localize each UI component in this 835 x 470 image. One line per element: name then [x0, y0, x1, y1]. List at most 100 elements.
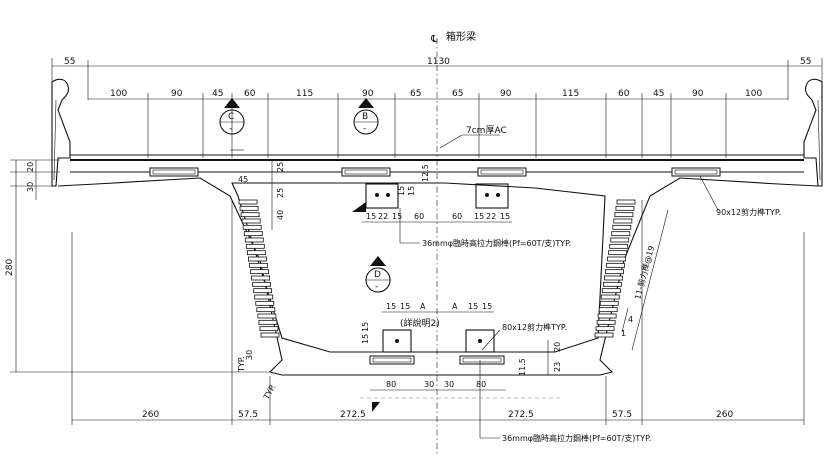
upper-h-2: 15 [392, 212, 402, 221]
upper-v-3: 25 [276, 162, 285, 172]
web-shear-key [610, 237, 630, 243]
web-shear-key [606, 262, 625, 268]
web-shear-key [251, 275, 270, 281]
upper-h-6: 22 [486, 212, 496, 221]
cut-flag-lower [372, 402, 380, 412]
top-dim-13: 90 [692, 89, 704, 99]
left-parapet [51, 78, 71, 187]
top-dim-10: 115 [562, 89, 579, 99]
lower-h-2: A [420, 302, 426, 311]
web-shear-key [607, 256, 626, 262]
centerline-symbol: ℄ [430, 34, 438, 45]
web-shear-key [611, 231, 631, 237]
web-shear-key [594, 332, 614, 338]
upper-v-0: 15 [397, 186, 406, 196]
right-web-shear-keys [594, 199, 636, 338]
deck-note: 7cm厚AC [439, 125, 507, 149]
web-left-label-0: 30 [245, 350, 254, 360]
top-dim-4: 60 [244, 89, 256, 99]
upper-anchor-blocks [365, 183, 509, 209]
lower-bar-note: 36mmφ臨時高拉力鋼棒(Pf=60T/支)TYP. [479, 360, 651, 443]
web-shear-key [601, 288, 621, 294]
web-shear-key [244, 237, 264, 243]
upper-h-3: 60 [414, 212, 424, 221]
section-marker-c-letter: C [228, 112, 234, 122]
cut-flag-upper [352, 202, 366, 212]
web-shear-key [238, 199, 258, 205]
upper-h-5: 15 [474, 212, 484, 221]
web-shear-key [608, 250, 628, 256]
section-marker-c: C - [219, 98, 245, 135]
web-shear-key [250, 269, 269, 275]
web-shear-key [239, 205, 259, 211]
bottom-dim-1: 57.5 [238, 410, 258, 420]
web-slope-base: 1 [621, 329, 626, 338]
web-shear-key [595, 326, 615, 332]
upper-v-6: 40 [276, 210, 285, 220]
web-shear-key [605, 269, 624, 275]
bottom-dim-2: 272.5 [340, 410, 366, 420]
web-bar-note-text: 11-剪力榫@19 [632, 245, 656, 301]
box-girder-outline [57, 177, 819, 376]
left-vdim-2: 280 [5, 259, 15, 276]
section-marker-b-number: - [363, 124, 366, 134]
deck-slab [70, 149, 804, 161]
web-shear-key [256, 307, 276, 313]
web-shear-key [246, 250, 266, 256]
web-left-label-1: TYP. [237, 356, 246, 373]
section-marker-d: D - [365, 256, 391, 293]
bottom-key-note: 80x12剪力榫TYP. [481, 322, 567, 351]
upper-v-2: 12.5 [421, 164, 430, 182]
web-shear-key [602, 281, 622, 287]
web-left-label-2: TYP. [261, 383, 277, 402]
web-shear-key [242, 224, 262, 230]
web-shear-key [243, 231, 263, 237]
web-shear-key [258, 319, 278, 325]
upper-bar-note-text: 36mmφ臨時高拉力鋼棒(Pf=60T/支)TYP. [422, 238, 571, 248]
top-dim-7: 65 [410, 89, 421, 99]
top-dimension-labels: 55 100 90 45 60 115 90 65 65 90 115 60 4… [64, 57, 811, 99]
section-marker-d-number: - [375, 282, 378, 292]
lower-b-3: 80 [476, 380, 486, 389]
left-vdim-0: 20 [26, 162, 35, 172]
lower-h-4: 15 [468, 302, 478, 311]
web-shear-key [260, 332, 280, 338]
upper-v-1: 15 [407, 186, 416, 196]
top-dim-12: 45 [653, 89, 664, 99]
lower-v-3: 20 [553, 342, 562, 352]
upper-h-7: 15 [500, 212, 510, 221]
web-slope-label: 4 [628, 315, 633, 324]
section-marker-b-letter: B [362, 112, 368, 122]
lower-b-1: 30 [424, 380, 434, 389]
top-dim-15: 55 [800, 57, 811, 67]
web-shear-key [252, 281, 272, 287]
web-shear-key [609, 243, 629, 249]
web-shear-key [245, 243, 265, 249]
bottom-dim-4: 57.5 [612, 410, 632, 420]
top-dim-2: 90 [171, 89, 183, 99]
web-shear-key [599, 300, 619, 306]
section-marker-c-number: - [229, 124, 232, 134]
bottom-dimension-line: 260 57.5 272.5 272.5 57.5 260 [71, 200, 805, 425]
left-web-shear-keys [238, 199, 280, 338]
right-rebar-note-text: 90x12剪力榫TYP. [716, 207, 781, 217]
web-shear-key [598, 307, 618, 313]
top-dim-14: 100 [745, 89, 762, 99]
web-shear-key [613, 218, 633, 224]
web-shear-key [248, 256, 267, 262]
web-shear-key [616, 199, 636, 205]
lower-v-4: 11.5 [518, 358, 527, 376]
right-rebar-note: 90x12剪力榫TYP. [699, 175, 781, 217]
web-shear-key [596, 319, 616, 325]
web-left-labels: 30 TYP. TYP. [237, 350, 278, 402]
top-dim-9: 90 [500, 89, 512, 99]
section-marker-d-letter: D [374, 270, 381, 280]
web-shear-key [259, 326, 279, 332]
web-shear-key [597, 313, 617, 319]
lower-h-5: 15 [482, 302, 492, 311]
top-shear-keys [149, 167, 721, 177]
detail-note: (詳說明2) [400, 317, 440, 329]
upper-h-1: 22 [378, 212, 388, 221]
top-dim-0: 55 [64, 57, 75, 67]
